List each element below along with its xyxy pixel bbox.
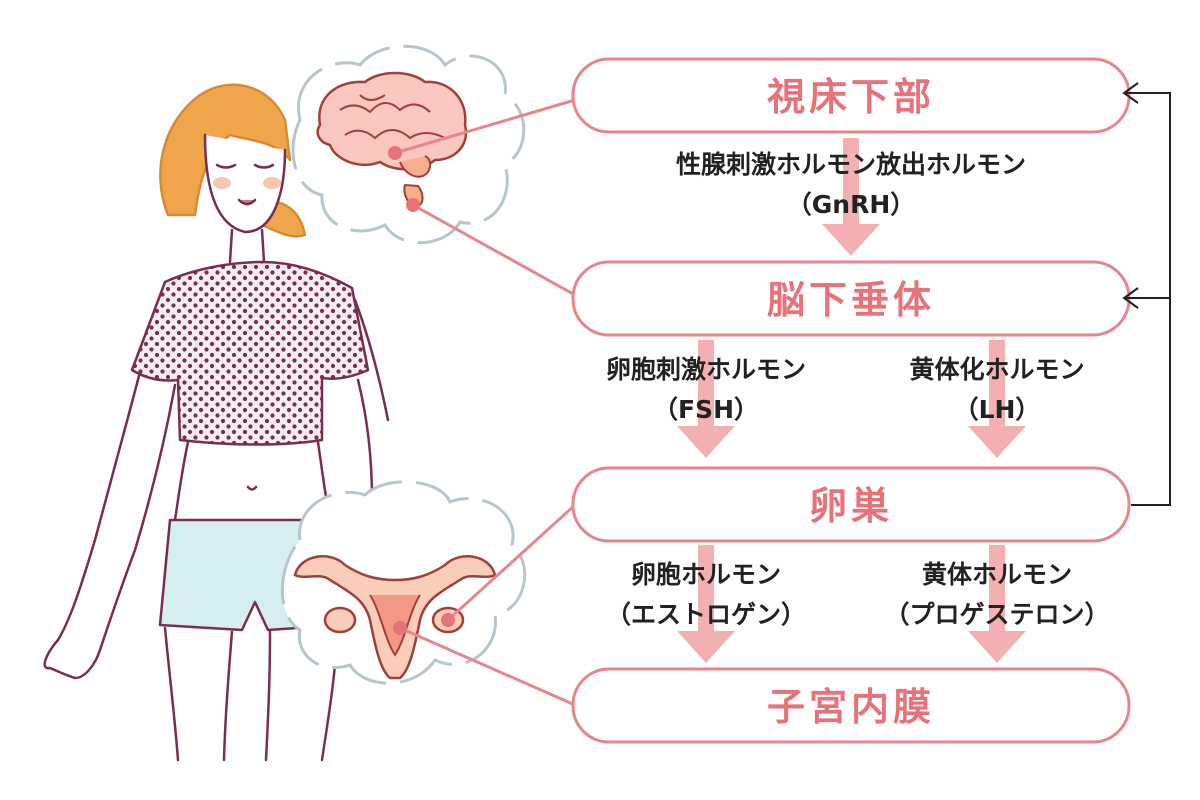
connector-brain-hypothalamus bbox=[394, 98, 576, 155]
estrogen-abbr: （エストロゲン） bbox=[606, 600, 806, 629]
brain-icon bbox=[316, 71, 468, 208]
connector-lines bbox=[394, 98, 577, 707]
connector-brain-pituitary bbox=[412, 203, 576, 297]
gnrh-abbr: （GnRH） bbox=[787, 190, 916, 219]
progesterone-name: 黄体ホルモン bbox=[922, 560, 1072, 589]
connector-dot-ovary bbox=[441, 613, 455, 627]
arrow-progesterone bbox=[968, 545, 1026, 663]
box-endometrium: 子宮内膜 bbox=[571, 667, 1131, 744]
box-hypothalamus: 視床下部 bbox=[571, 57, 1131, 134]
arrow-fsh bbox=[677, 340, 735, 458]
lh-name: 黄体化ホルモン bbox=[909, 355, 1084, 384]
arrow-hypothalamus-pituitary bbox=[822, 138, 880, 256]
feedback-arrow-pituitary-icon bbox=[1122, 287, 1139, 309]
box-hypothalamus-label: 視床下部 bbox=[767, 75, 935, 119]
connector-uterus-ovary bbox=[446, 503, 577, 622]
connector-dot-hypothalamus bbox=[388, 146, 402, 160]
lh-abbr: （LH） bbox=[954, 395, 1041, 424]
fsh-name: 卵胞刺激ホルモン bbox=[606, 355, 806, 384]
uterus-cloud bbox=[280, 480, 527, 685]
arrow-lh bbox=[968, 340, 1026, 458]
progesterone-abbr: （プロゲステロン） bbox=[884, 600, 1109, 629]
arrow-estrogen bbox=[677, 545, 735, 663]
flow-arrows bbox=[677, 138, 1026, 663]
connector-dot-pituitary bbox=[406, 198, 420, 212]
gnrh-name: 性腺刺激ホルモン放出ホルモン bbox=[676, 150, 1026, 179]
brain-cloud bbox=[291, 44, 526, 245]
feedback-arrow-hypothalamus-icon bbox=[1122, 82, 1139, 104]
box-endometrium-label: 子宮内膜 bbox=[767, 685, 935, 729]
connector-uterus-endometrium bbox=[399, 626, 576, 707]
box-pituitary-label: 脳下垂体 bbox=[767, 278, 935, 322]
estrogen-name: 卵胞ホルモン bbox=[631, 560, 781, 589]
fsh-abbr: （FSH） bbox=[653, 395, 759, 424]
box-ovary: 卵巣 bbox=[571, 466, 1131, 543]
box-pituitary: 脳下垂体 bbox=[571, 260, 1131, 337]
box-ovary-label: 卵巣 bbox=[809, 484, 893, 528]
connector-dot-endometrium bbox=[393, 621, 407, 635]
feedback-loop bbox=[1122, 82, 1171, 506]
